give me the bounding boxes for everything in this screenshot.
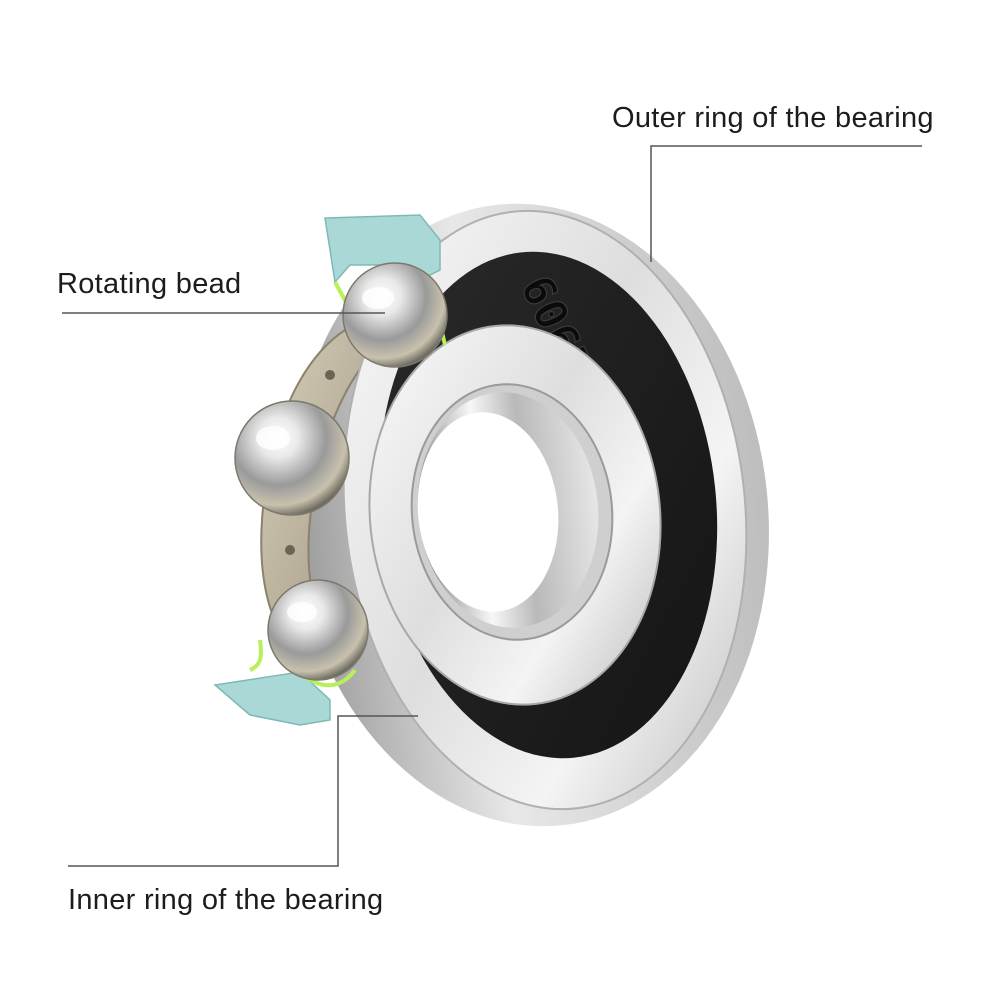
leader-inner-ring — [68, 715, 418, 867]
leader-outer-ring — [650, 145, 922, 262]
rotating-bead-middle — [234, 400, 350, 516]
rotating-bead-top — [342, 262, 448, 368]
inner-ring-label: Inner ring of the bearing — [68, 884, 384, 916]
outer-ring-label: Outer ring of the bearing — [612, 102, 934, 134]
rotating-bead-bottom — [267, 579, 369, 681]
rotating-bead-label: Rotating bead — [57, 268, 242, 300]
bore — [417, 392, 599, 628]
